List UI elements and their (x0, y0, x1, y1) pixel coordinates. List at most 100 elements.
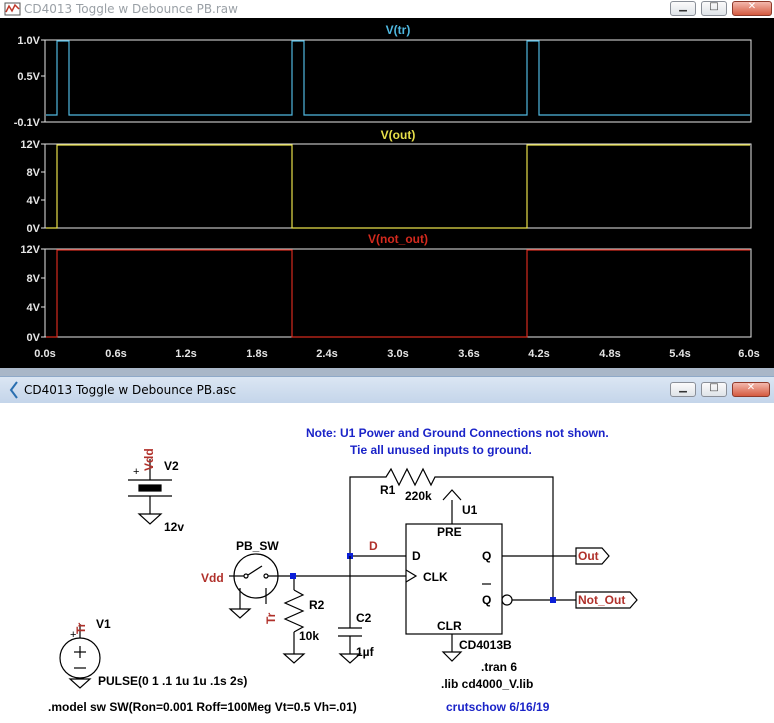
schematic-canvas[interactable]: Note: U1 Power and Ground Connections no… (0, 376, 774, 723)
tran-directive[interactable]: .tran 6 (481, 660, 517, 674)
trace-label-not-out[interactable]: V(not_out) (368, 232, 428, 246)
xtick-label: 1.2s (175, 348, 196, 360)
schematic-app-icon (9, 381, 18, 399)
maximize-button[interactable]: □ (701, 1, 727, 16)
schematic-minimize-button[interactable]: ▁ (670, 382, 696, 397)
schematic-title-bar[interactable]: CD4013 Toggle w Debounce PB.asc ▁ □ ✕ (0, 376, 774, 403)
maximize-icon: □ (709, 1, 719, 12)
schematic-maximize-button[interactable]: □ (701, 382, 727, 397)
u1-name: U1 (462, 503, 478, 517)
ytick-label: 8V (27, 273, 41, 285)
trace-tr (46, 40, 750, 116)
xtick-label: 3.0s (387, 348, 408, 360)
out-port-label: Out (578, 549, 599, 563)
schematic-close-button[interactable]: ✕ (732, 382, 770, 397)
ytick-label: 4V (27, 302, 41, 314)
ytick-label: 4V (27, 195, 41, 207)
window-gap (0, 368, 774, 376)
v1-plus-sign: + (70, 629, 76, 641)
out-port[interactable] (575, 547, 610, 565)
minimize-icon: ▁ (679, 1, 687, 12)
schematic-window: CD4013 Toggle w Debounce PB.asc ▁ □ ✕ No… (0, 376, 774, 723)
ytick-label: 8V (27, 167, 41, 179)
note-line-1: Note: U1 Power and Ground Connections no… (306, 426, 609, 440)
tr-v1-label: Tr (74, 622, 88, 634)
trace-not-out (46, 249, 750, 338)
vdd-left-label: Vdd (201, 571, 224, 585)
close-icon: ✕ (747, 1, 757, 12)
pin-pre-label: PRE (437, 525, 462, 539)
pin-clr-label: CLR (437, 619, 462, 633)
schematic-window-title: CD4013 Toggle w Debounce PB.asc (24, 383, 237, 397)
v2-value: 12v (164, 520, 184, 534)
note-line-2: Tie all unused inputs to ground. (350, 443, 532, 457)
v1-pulse-spec[interactable]: PULSE(0 1 .1 1u 1u .1s 2s) (98, 674, 247, 688)
minimize-icon: ▁ (679, 382, 687, 393)
model-directive[interactable]: .model sw SW(Ron=0.001 Roff=100Meg Vt=0.… (48, 700, 357, 714)
waveform-title-bar[interactable]: CD4013 Toggle w Debounce PB.raw ▁ □ ✕ (0, 0, 774, 18)
pin-d-label: D (412, 549, 421, 563)
waveform-app-icon (4, 2, 21, 16)
trace-label-out[interactable]: V(out) (381, 128, 416, 142)
author-comment: crutschow 6/16/19 (446, 700, 550, 714)
ytick-label: 1.0V (17, 35, 40, 47)
xtick-label: 3.6s (458, 348, 479, 360)
trace-label-tr[interactable]: V(tr) (386, 23, 411, 37)
pin-qbar-label: Q (482, 593, 491, 607)
r1-value: 220k (405, 489, 432, 503)
xtick-label: 4.2s (528, 348, 549, 360)
u1-flip-flop[interactable] (405, 523, 503, 635)
lib-directive[interactable]: .lib cd4000_V.lib (441, 677, 533, 691)
c2-capacitor[interactable] (338, 556, 362, 664)
v2-plus-sign: + (133, 466, 139, 478)
trace-out (46, 144, 750, 229)
ytick-label: 12V (20, 139, 40, 151)
ytick-label: 12V (20, 244, 40, 256)
not-out-port[interactable] (575, 591, 638, 609)
xtick-label: 4.8s (599, 348, 620, 360)
xtick-label: 0.0s (34, 348, 55, 360)
pb-sw-name: PB_SW (236, 539, 279, 553)
clr-pin (441, 634, 463, 662)
d-net-label: D (369, 539, 378, 553)
c2-value: 1µf (356, 645, 375, 659)
pin-q-label: Q (482, 549, 491, 563)
waveform-plot[interactable]: V(tr) V(out) V(not_out) 1.0V 0.5V -0.1V … (0, 0, 774, 368)
part-name: CD4013B (459, 638, 512, 652)
waveform-window-title: CD4013 Toggle w Debounce PB.raw (24, 2, 238, 16)
xtick-label: 6.0s (738, 348, 759, 360)
close-icon: ✕ (746, 382, 756, 393)
v1-name: V1 (96, 617, 111, 631)
xtick-label: 1.8s (246, 348, 267, 360)
r2-name: R2 (309, 598, 325, 612)
pane-tr-frame (44, 39, 752, 123)
pin-clk-label: CLK (423, 570, 448, 584)
c2-name: C2 (356, 611, 372, 625)
r1-resistor[interactable] (349, 467, 554, 600)
waveform-window: CD4013 Toggle w Debounce PB.raw ▁ □ ✕ V(… (0, 0, 774, 368)
ytick-label: 0.5V (17, 71, 40, 83)
ytick-label: 0V (27, 223, 41, 235)
junction-dot (550, 597, 556, 603)
v1-source[interactable] (59, 624, 101, 689)
r1-name: R1 (380, 483, 396, 497)
r2-value: 10k (299, 629, 319, 643)
ytick-label: -0.1V (14, 117, 41, 129)
pb-switch[interactable] (228, 553, 296, 619)
pane-not-out-frame (44, 248, 752, 338)
v2-battery[interactable] (128, 459, 172, 525)
xtick-label: 5.4s (669, 348, 690, 360)
v2-name: V2 (164, 459, 179, 473)
xtick-label: 2.4s (316, 348, 337, 360)
not-out-port-label: Not_Out (578, 593, 625, 607)
close-button[interactable]: ✕ (732, 1, 772, 16)
vdd-net-label: Vdd (142, 448, 156, 471)
clk-edge-marker (405, 569, 418, 583)
junction-dot (290, 573, 296, 579)
tr-switch-label: Tr (264, 612, 278, 624)
pre-pin (442, 489, 462, 524)
ytick-label: 0V (27, 332, 41, 344)
maximize-icon: □ (709, 382, 719, 393)
pane-out-frame (44, 143, 752, 229)
minimize-button[interactable]: ▁ (670, 1, 696, 16)
